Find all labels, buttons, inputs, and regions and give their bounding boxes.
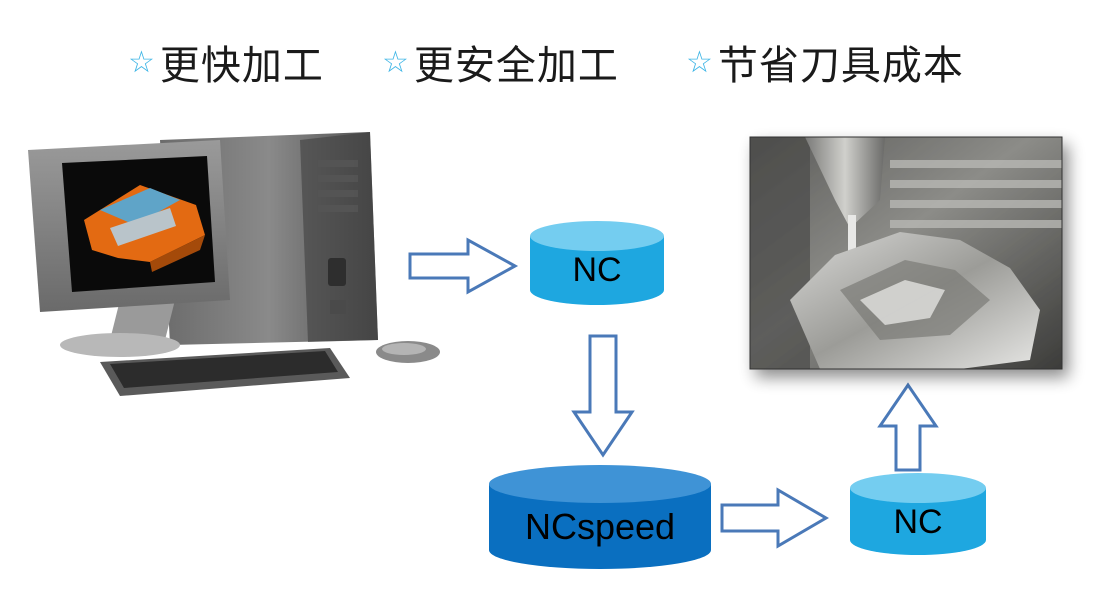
arrow-up-icon (877, 382, 939, 472)
nc-cylinder-bottom: NC (850, 473, 986, 555)
nc-cylinder-top: NC (530, 221, 664, 305)
spindle (805, 137, 885, 228)
cad-part-icon (84, 185, 205, 272)
arrow-right-icon (720, 487, 829, 549)
star-icon: ☆ (128, 44, 156, 80)
headline-text: 更安全加工 (413, 43, 619, 89)
monitor-base (60, 333, 180, 357)
desktop-computer-icon (28, 132, 440, 396)
star-icon: ☆ (382, 44, 410, 80)
arrow-down-icon (571, 334, 635, 458)
star-icon: ☆ (686, 44, 714, 80)
ncspeed-cylinder: NCspeed (489, 465, 711, 569)
cutting-tool (848, 215, 856, 253)
headline-save-cost: ☆ 节省刀具成本 (686, 38, 964, 89)
arrow-right-icon (408, 237, 519, 295)
headline-faster: ☆ 更快加工 (128, 38, 324, 89)
nc-label: NC (893, 503, 942, 541)
ncspeed-label: NCspeed (525, 506, 675, 547)
headline-text: 更快加工 (159, 43, 324, 89)
power-button-icon (328, 258, 346, 286)
cnc-machining-photo (749, 136, 1063, 370)
headline-text: 节省刀具成本 (717, 43, 964, 89)
nc-label: NC (572, 251, 621, 289)
headline-safer: ☆ 更安全加工 (382, 38, 619, 89)
